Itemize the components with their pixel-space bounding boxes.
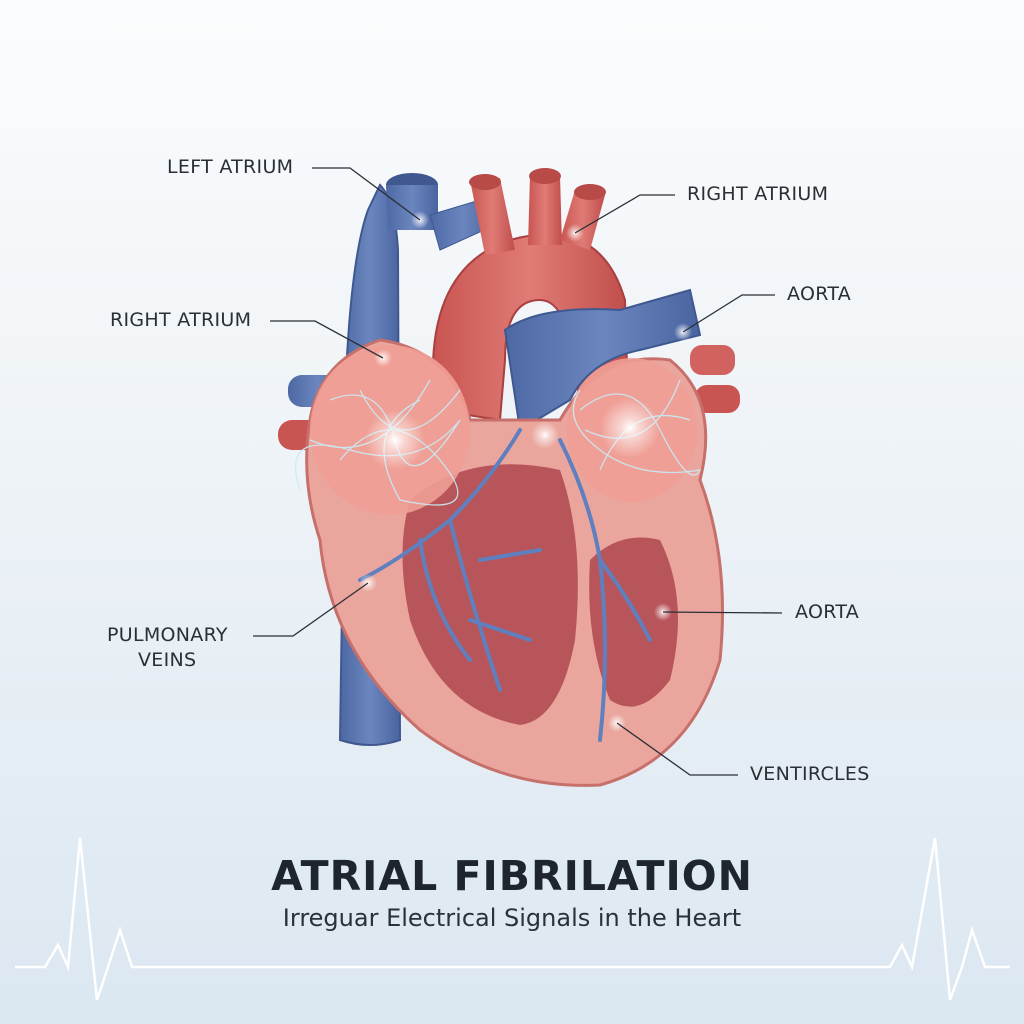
label-pulmonary-veins-line2: VEINS (138, 649, 197, 671)
page-subtitle: Irreguar Electrical Signals in the Heart (282, 904, 742, 932)
label-right-atrium-left: RIGHT ATRIUM (110, 309, 252, 331)
label-right-atrium-top: RIGHT ATRIUM (687, 183, 829, 205)
pulmonary-artery (503, 288, 702, 432)
label-pulmonary-veins-line1: PULMONARY (107, 624, 228, 646)
ecg-waveform (15, 837, 1010, 1001)
label-aorta-top: AORTA (787, 283, 852, 305)
signal-glow-points (359, 211, 692, 732)
label-left-atrium: LEFT ATRIUM (167, 156, 294, 178)
label-aorta-right: AORTA (795, 601, 860, 623)
conduction-pathways (358, 428, 652, 742)
page-title: ATRIAL FIBRILATION (271, 852, 753, 900)
label-ventricles: VENTIRCLES (750, 763, 870, 785)
leader-lines (253, 167, 783, 776)
